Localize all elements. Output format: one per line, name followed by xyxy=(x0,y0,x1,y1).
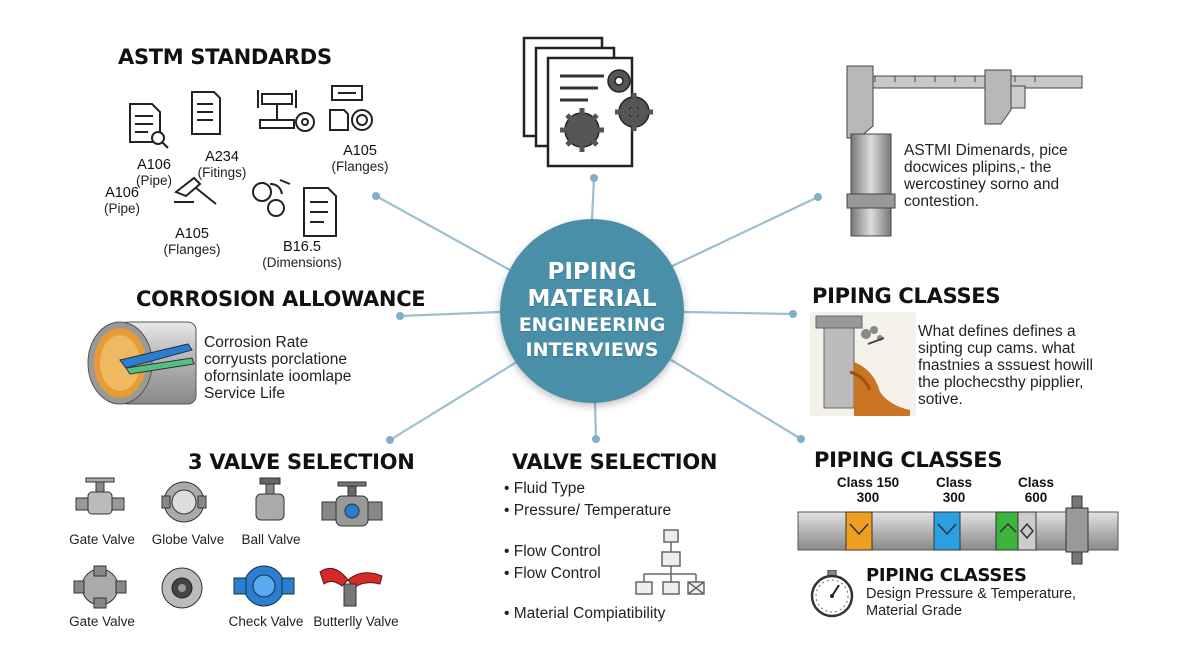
ball-valve-icon xyxy=(255,477,285,521)
piping-classes-description: What defines defines a sipting cup cams.… xyxy=(918,323,1093,408)
astm-a106-label: A106 (Pipe) xyxy=(135,157,172,189)
astm-standards-heading: ASTM STANDARDS xyxy=(118,45,332,69)
flowchart-icon xyxy=(635,529,705,595)
piping-classes-sub-heading: PIPING CLASSES xyxy=(866,565,1027,586)
butterfly-valve-label: Butterlly Valve xyxy=(313,614,399,629)
class-150-label: Class 150 300 xyxy=(836,475,900,505)
pressure-gauge-icon xyxy=(810,570,854,618)
valve-criteria-list-bottom: Material Compiatibility xyxy=(504,603,666,625)
list-item: Flow Control xyxy=(504,541,601,563)
globe-valve-icon xyxy=(161,481,207,523)
corroded-pipe-icon xyxy=(87,321,197,405)
globe-valve-icon-2 xyxy=(161,567,203,609)
class-300-label: Class 300 xyxy=(935,475,973,505)
check-valve-icon xyxy=(233,565,295,607)
blue-ball-valve-icon xyxy=(321,481,383,527)
list-item: Flow Control xyxy=(504,563,601,585)
valve-selection-heading-center: VALVE SELECTION xyxy=(512,450,718,474)
gate-valve-icon-2 xyxy=(73,565,127,609)
corrosion-allowance-heading: CORROSION ALLOWANCE xyxy=(136,287,426,311)
astm-a105-label: A105 (Flanges) xyxy=(331,143,389,175)
piping-classes-heading-1: PIPING CLASSES xyxy=(812,284,1001,308)
piping-classes-heading-2: PIPING CLASSES xyxy=(814,448,1003,472)
astm-icons xyxy=(129,85,373,237)
class-600-label: Class 600 xyxy=(1017,475,1055,505)
central-hub: PIPING MATERIAL ENGINEERING INTERVIEWS xyxy=(500,219,684,403)
list-item: Pressure/ Temperature xyxy=(504,500,671,522)
list-item: Material Compiatibility xyxy=(504,603,666,625)
gate-valve-label: Gate Valve xyxy=(69,532,135,547)
caliper-pipe-icon xyxy=(846,65,1083,237)
ball-valve-label: Ball Valve xyxy=(241,532,301,547)
corrosion-description: Corrosion Rate corryusts porclatione ofo… xyxy=(204,334,352,402)
astm-a234-label: A234 (Fitings) xyxy=(197,149,247,181)
valve-criteria-list-top: Fluid Type Pressure/ Temperature xyxy=(504,478,671,522)
astm-b165-label: B16.5 (Dimensions) xyxy=(262,239,342,271)
astm-a106-label-2: A106 (Pipe) xyxy=(103,185,140,217)
piping-classes-sub-description: Design Pressure & Temperature, Material … xyxy=(866,586,1077,619)
dimensions-description: ASTMI Dimenards, pice docwices plipins,-… xyxy=(904,142,1068,210)
list-item: Fluid Type xyxy=(504,478,671,500)
astm-a105-label-2: A105 (Flanges) xyxy=(163,226,221,258)
gate-valve-icon xyxy=(75,477,125,515)
valve-criteria-list-mid: Flow Control Flow Control xyxy=(504,541,601,585)
pipe-class-diagram xyxy=(797,495,1119,565)
globe-valve-label: Globe Valve xyxy=(151,532,225,547)
butterfly-valve-icon xyxy=(319,567,383,607)
hub-title: PIPING MATERIAL ENGINEERING INTERVIEWS xyxy=(518,259,666,361)
valve-selection-heading-left: 3 VALVE SELECTION xyxy=(188,450,415,474)
corroded-pipe-column-icon xyxy=(810,312,916,416)
documents-gears-icon xyxy=(522,36,653,168)
gate-valve-label-2: Gate Valve xyxy=(69,614,135,629)
check-valve-label: Check Valve xyxy=(228,614,304,629)
